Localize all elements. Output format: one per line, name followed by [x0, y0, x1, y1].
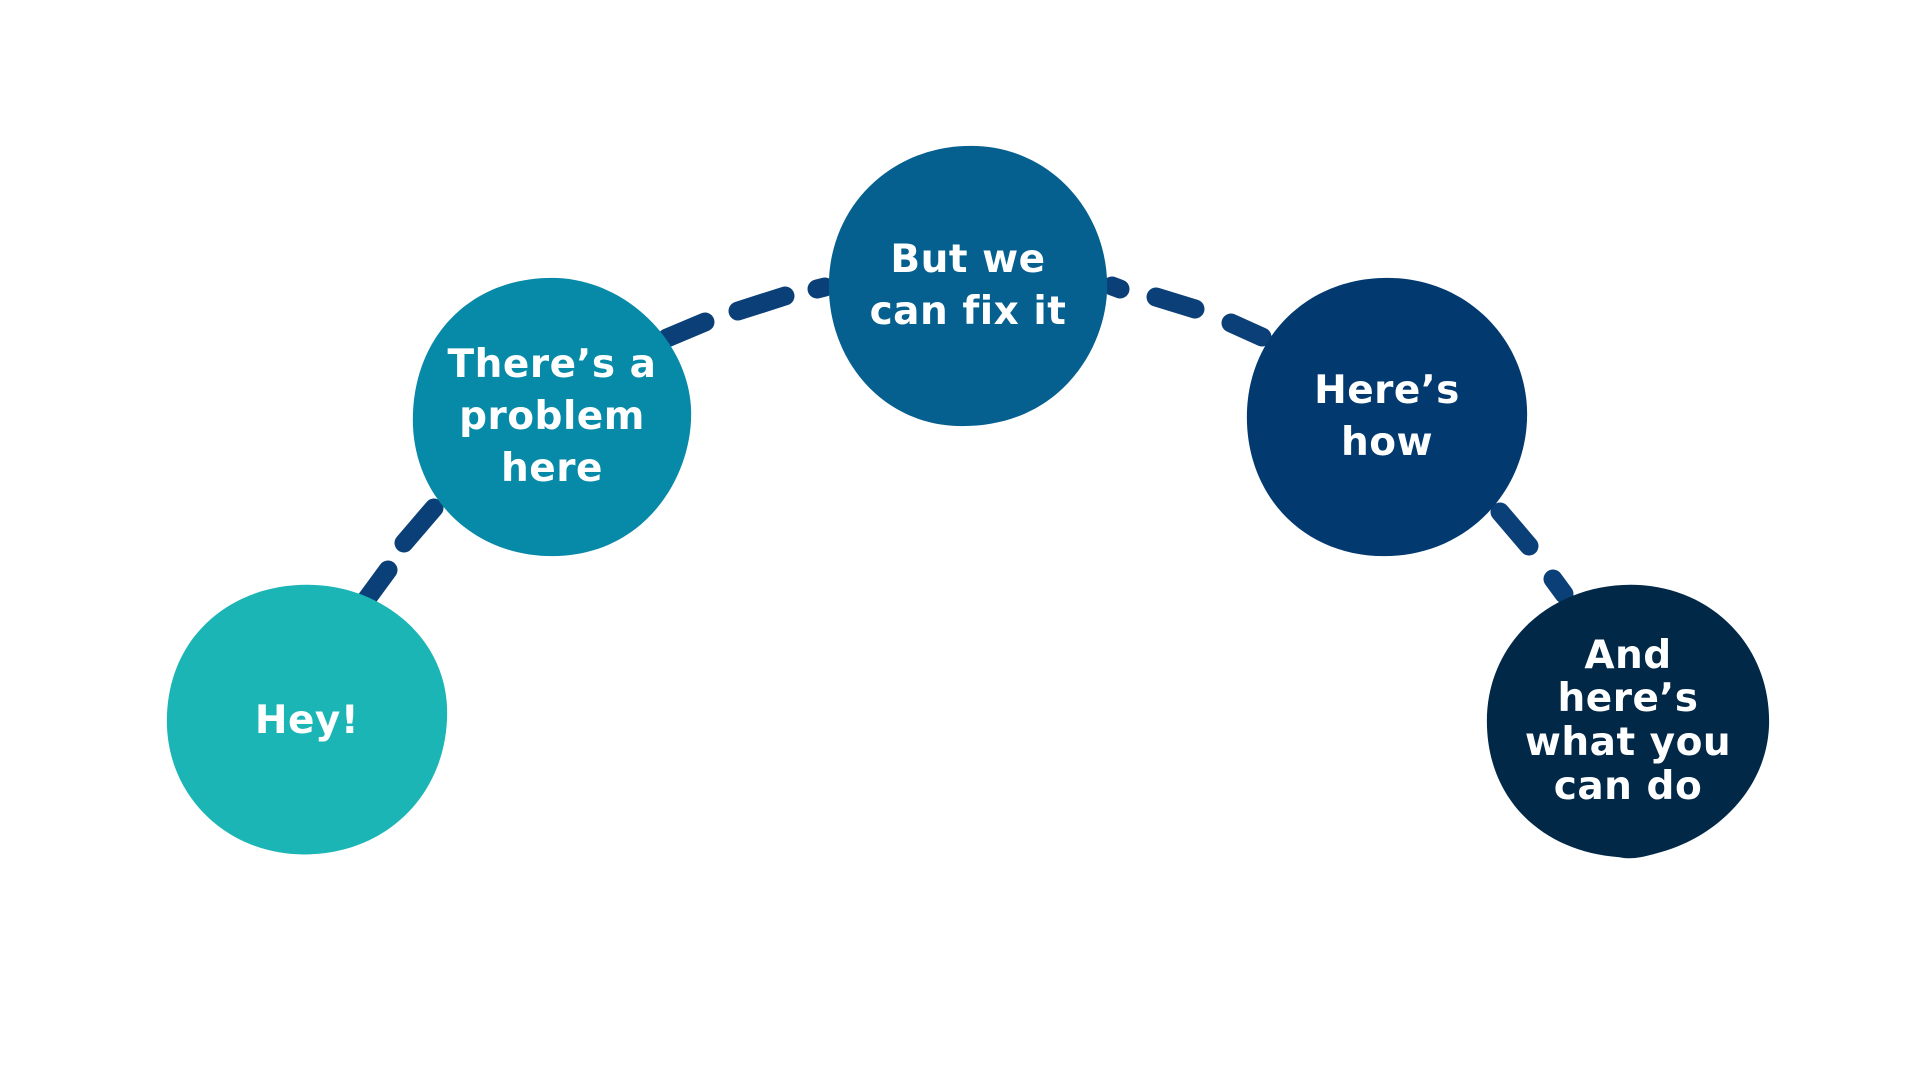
- step-2-circle: [412, 277, 692, 557]
- step-5-label: And here’s what you can do: [1524, 632, 1732, 809]
- connector-dash: [728, 286, 795, 321]
- step-1-label: Hey!: [254, 698, 360, 744]
- step-4-label: Here’s how: [1314, 368, 1460, 465]
- step-3-fix: But we can fix it: [826, 143, 1110, 429]
- step-5-do: And here’s what you can do: [1484, 582, 1772, 860]
- connector-dash: [1490, 502, 1539, 556]
- step-3-circle: [828, 145, 1108, 427]
- connector-dash: [1221, 313, 1272, 347]
- connector-dash: [1146, 287, 1205, 319]
- connector-dash: [356, 560, 398, 610]
- step-1-circle: [166, 584, 448, 855]
- connector-dash: [1102, 276, 1130, 299]
- step-2-label: There’s a problem here: [447, 342, 657, 491]
- step-5-circle: [1486, 584, 1770, 859]
- connector-dash: [1543, 569, 1574, 604]
- step-4-circle: [1246, 277, 1528, 557]
- step-2-problem: There’s a problem here: [410, 275, 694, 559]
- connector-dash: [394, 498, 444, 553]
- step-1-hey: Hey!: [164, 582, 450, 860]
- step-4-how: Here’s how: [1244, 275, 1530, 559]
- step-3-label: But we can fix it: [869, 237, 1067, 334]
- connector-dash: [807, 277, 835, 299]
- connector-dash: [657, 312, 715, 348]
